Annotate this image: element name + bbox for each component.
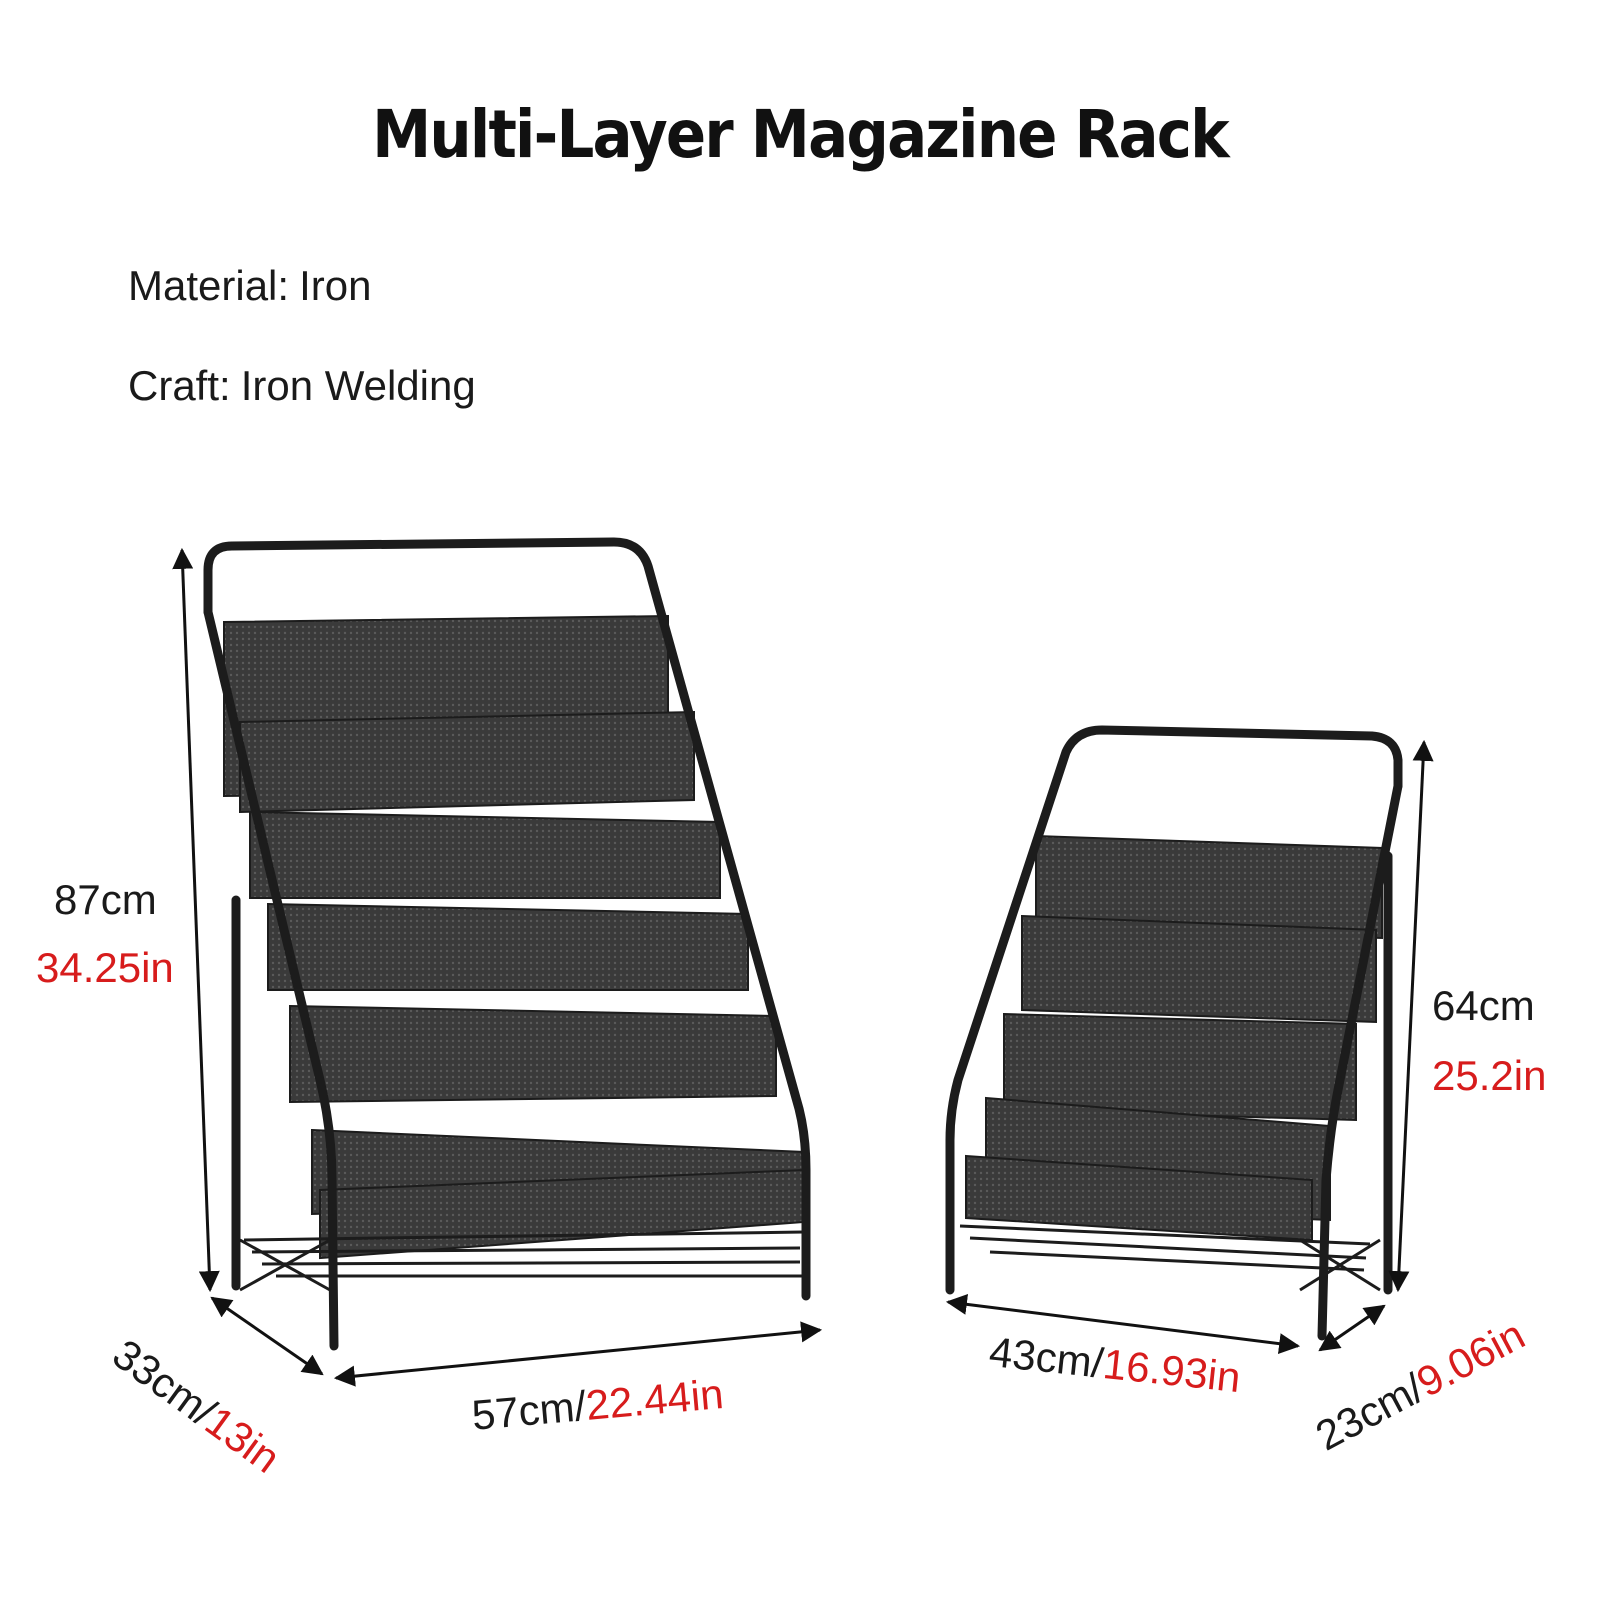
large-height-in: 34.25in: [36, 944, 174, 991]
large-width-arrow: [333, 1321, 823, 1387]
small-rack-base: [959, 1224, 1381, 1292]
small-height-in: 25.2in: [1432, 1052, 1547, 1099]
small-width-arrow: [945, 1293, 1301, 1355]
large-rack: [203, 537, 811, 1351]
small-rack-shelves: [965, 834, 1383, 1242]
material-label: Material:: [128, 262, 290, 309]
material-value: Iron: [299, 262, 372, 309]
craft-value: Iron Welding: [240, 362, 476, 409]
page-title: Multi-Layer Magazine Rack: [372, 96, 1230, 173]
craft-label: Craft:: [128, 362, 231, 409]
small-height-cm: 64cm: [1432, 982, 1535, 1029]
small-rack: [945, 725, 1403, 1341]
large-depth-arrow: [210, 1296, 324, 1376]
large-height-cm: 87cm: [54, 876, 157, 923]
small-depth-arrow: [1318, 1304, 1386, 1352]
dimension-arrows: [172, 547, 1434, 1387]
material-spec: Material:Iron: [128, 262, 371, 310]
large-rack-shelves: [223, 614, 805, 1260]
small-height-arrow: [1388, 739, 1434, 1293]
large-width-cm: 57cm/: [470, 1382, 589, 1439]
large-height-arrow: [172, 547, 220, 1293]
craft-spec: Craft:Iron Welding: [128, 362, 476, 410]
large-rack-base: [239, 1230, 805, 1292]
